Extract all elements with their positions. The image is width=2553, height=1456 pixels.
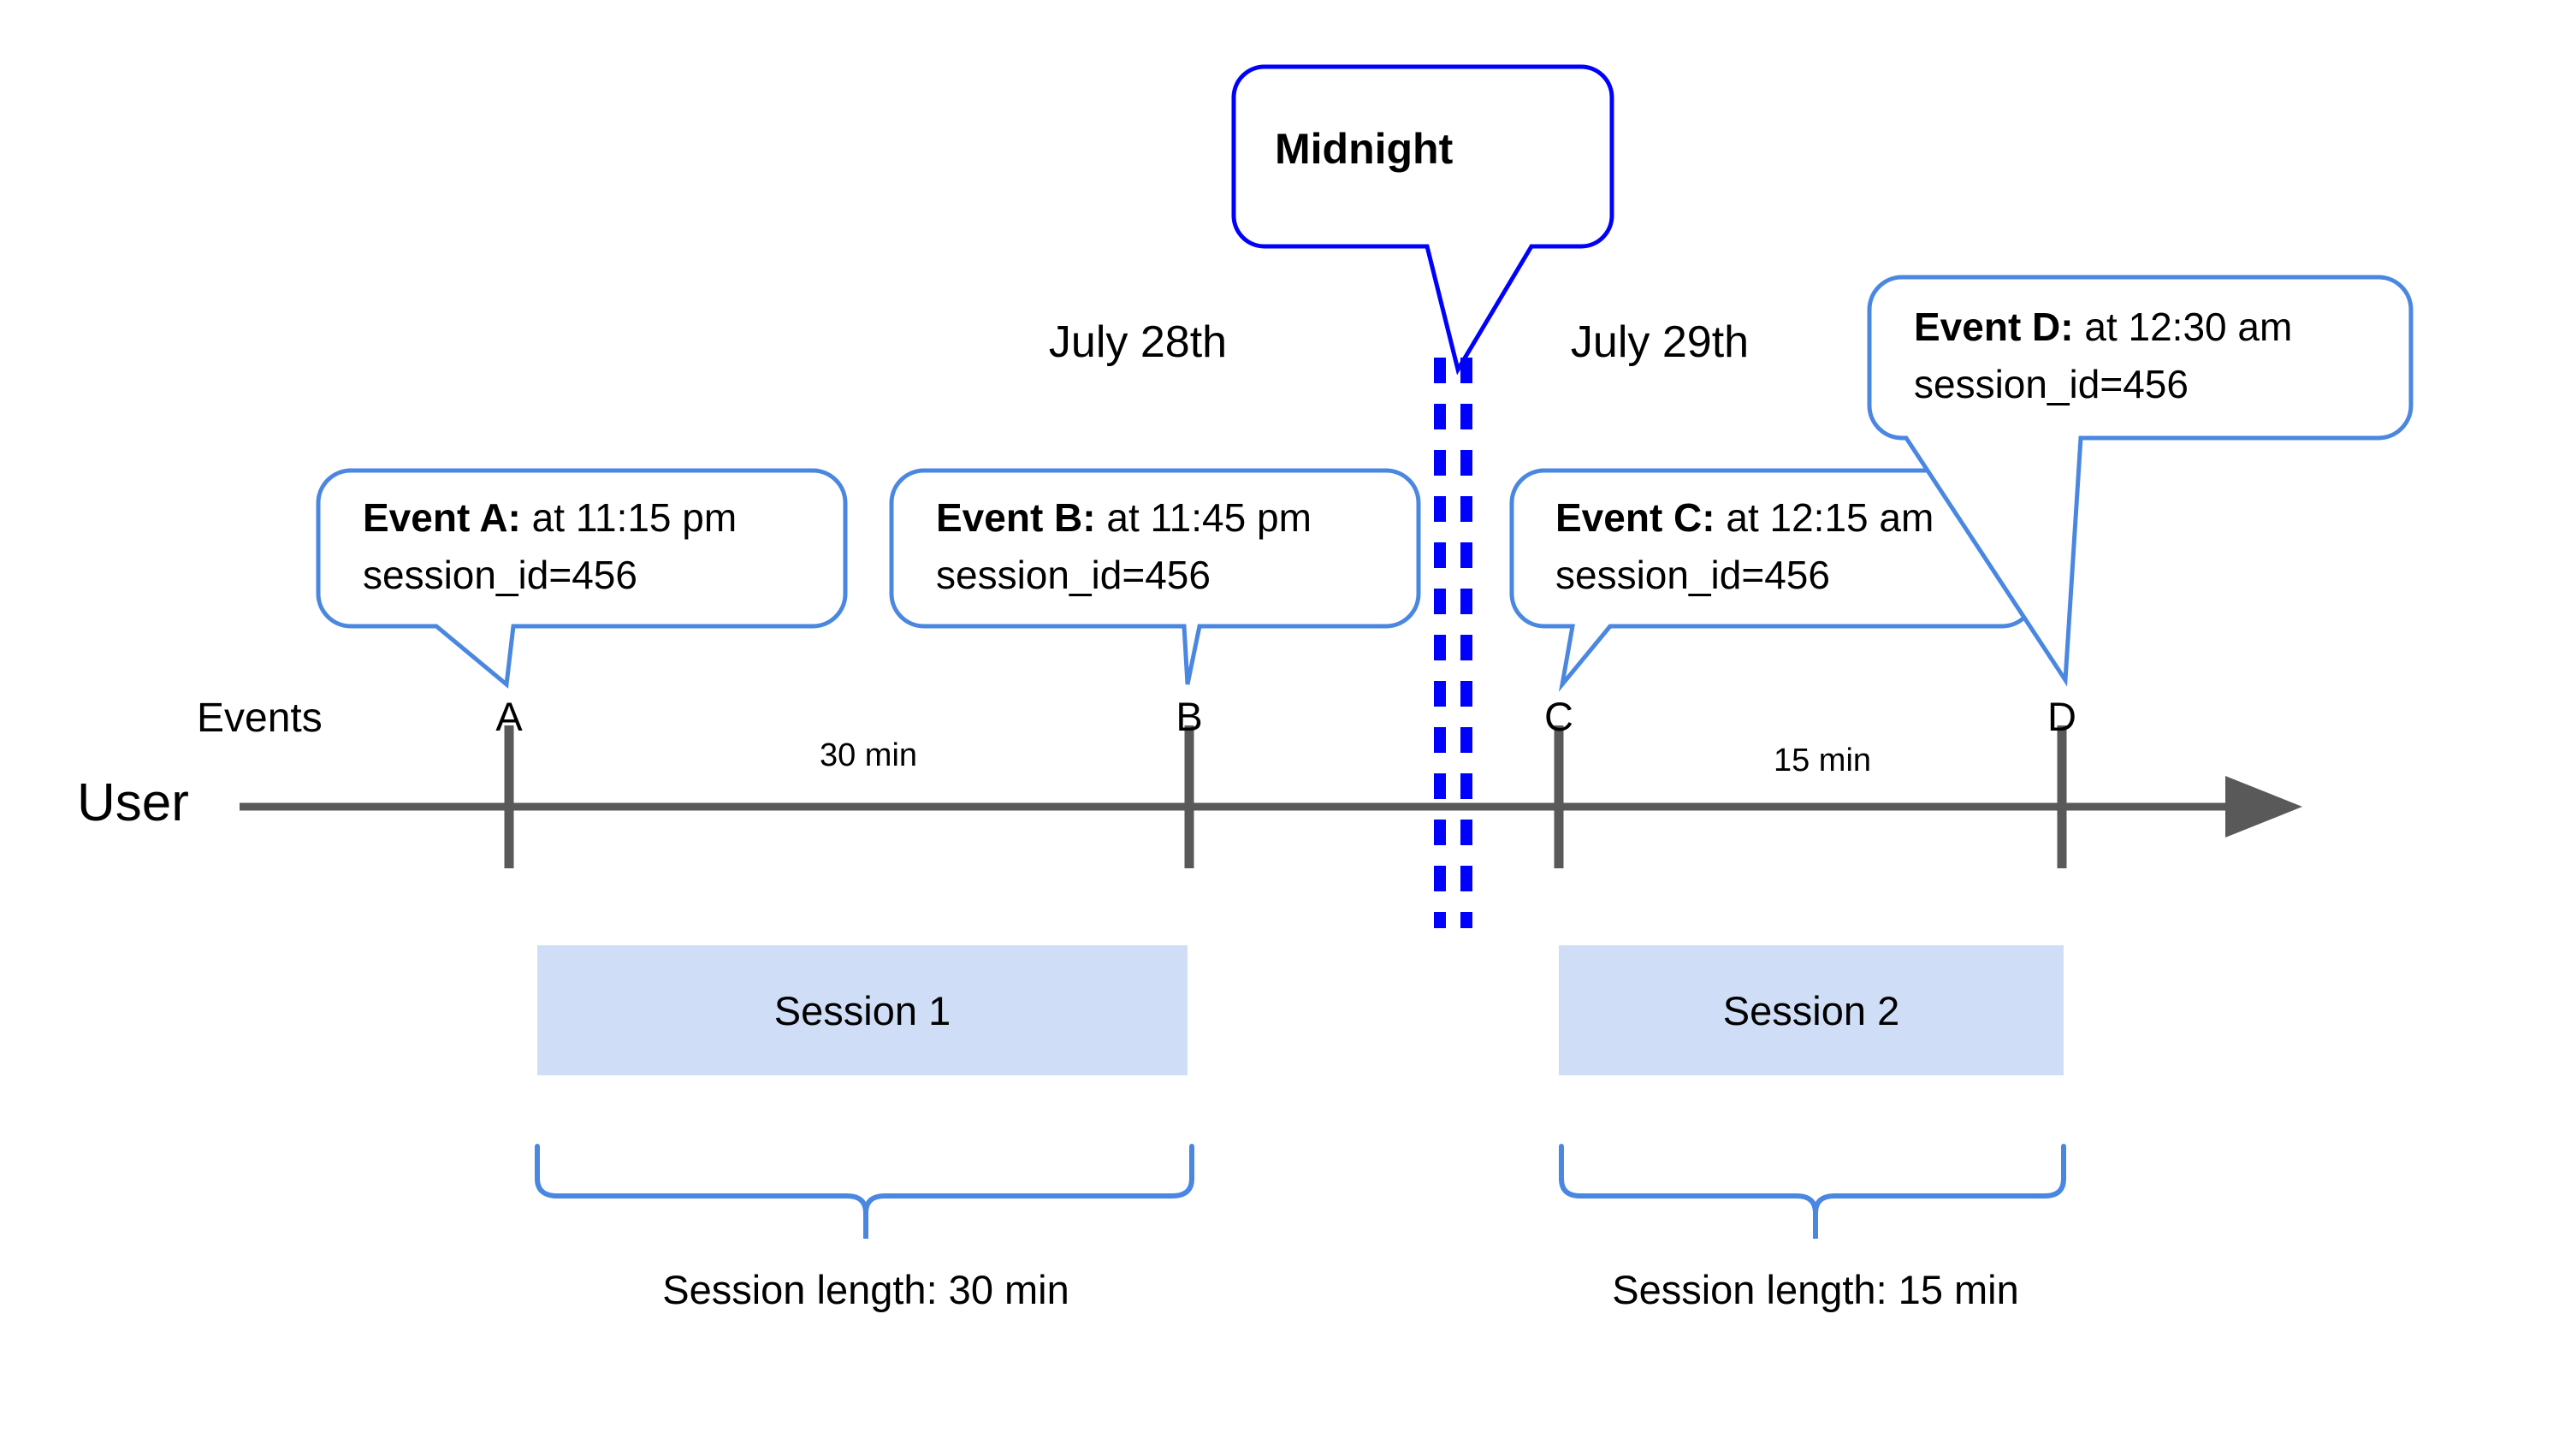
session-1-label: Session 1 xyxy=(773,987,951,1033)
tick-letter-b: B xyxy=(1176,694,1203,739)
event-d-session-id: session_id=456 xyxy=(1914,362,2189,406)
event-a-callout-line1: Event A: at 11:15 pm xyxy=(363,494,737,541)
session-1-brace xyxy=(535,1144,1194,1239)
timeline-axis xyxy=(240,725,2302,868)
midnight-label: Midnight xyxy=(1275,125,1454,173)
event-a-callout-shape xyxy=(316,468,848,689)
gap-label-30-min: 30 min xyxy=(819,737,918,773)
event-c-title: Event C: xyxy=(1555,495,1715,540)
tick-letter-c: C xyxy=(1544,694,1573,739)
session-2-length-label: Session length: 15 min xyxy=(1612,1267,2019,1312)
session-1-length-label: Session length: 30 min xyxy=(662,1267,1069,1312)
event-b-time: at 11:45 pm xyxy=(1095,495,1312,540)
event-d-callout-line1: Event D: at 12:30 am xyxy=(1914,304,2292,350)
event-a-title: Event A: xyxy=(363,495,521,540)
event-d-title: Event D: xyxy=(1914,305,2074,349)
event-b-title: Event B: xyxy=(936,495,1096,540)
event-d-callout-shape xyxy=(1867,275,2414,687)
event-a-session-id: session_id=456 xyxy=(363,553,637,597)
event-c-time: at 12:15 am xyxy=(1715,495,1934,540)
event-b-session-id: session_id=456 xyxy=(936,553,1211,597)
event-a-time: at 11:15 pm xyxy=(520,495,737,540)
tick-letter-a: A xyxy=(495,694,523,739)
midnight-dashed-lines xyxy=(1434,358,1472,928)
event-c-callout-line1: Event C: at 12:15 am xyxy=(1555,494,1934,541)
event-c-session-id: session_id=456 xyxy=(1555,553,1830,597)
event-b-callout-line1: Event B: at 11:45 pm xyxy=(936,494,1312,541)
tick-letter-d: D xyxy=(2047,694,2076,739)
midnight-callout-shape xyxy=(1231,64,1614,376)
date-label-july-29: July 29th xyxy=(1570,317,1750,367)
row-label-events: Events xyxy=(197,695,323,741)
event-b-callout-shape xyxy=(889,468,1421,685)
session-1-box: Session 1 xyxy=(537,945,1188,1075)
session-2-box: Session 2 xyxy=(1559,945,2064,1075)
session-2-brace xyxy=(1559,1144,2066,1239)
gap-label-15-min: 15 min xyxy=(1773,743,1872,778)
event-d-time: at 12:30 am xyxy=(2073,305,2293,349)
row-label-user: User xyxy=(77,773,189,832)
date-label-july-28: July 28th xyxy=(1048,317,1228,367)
session-2-label: Session 2 xyxy=(1722,987,1900,1033)
